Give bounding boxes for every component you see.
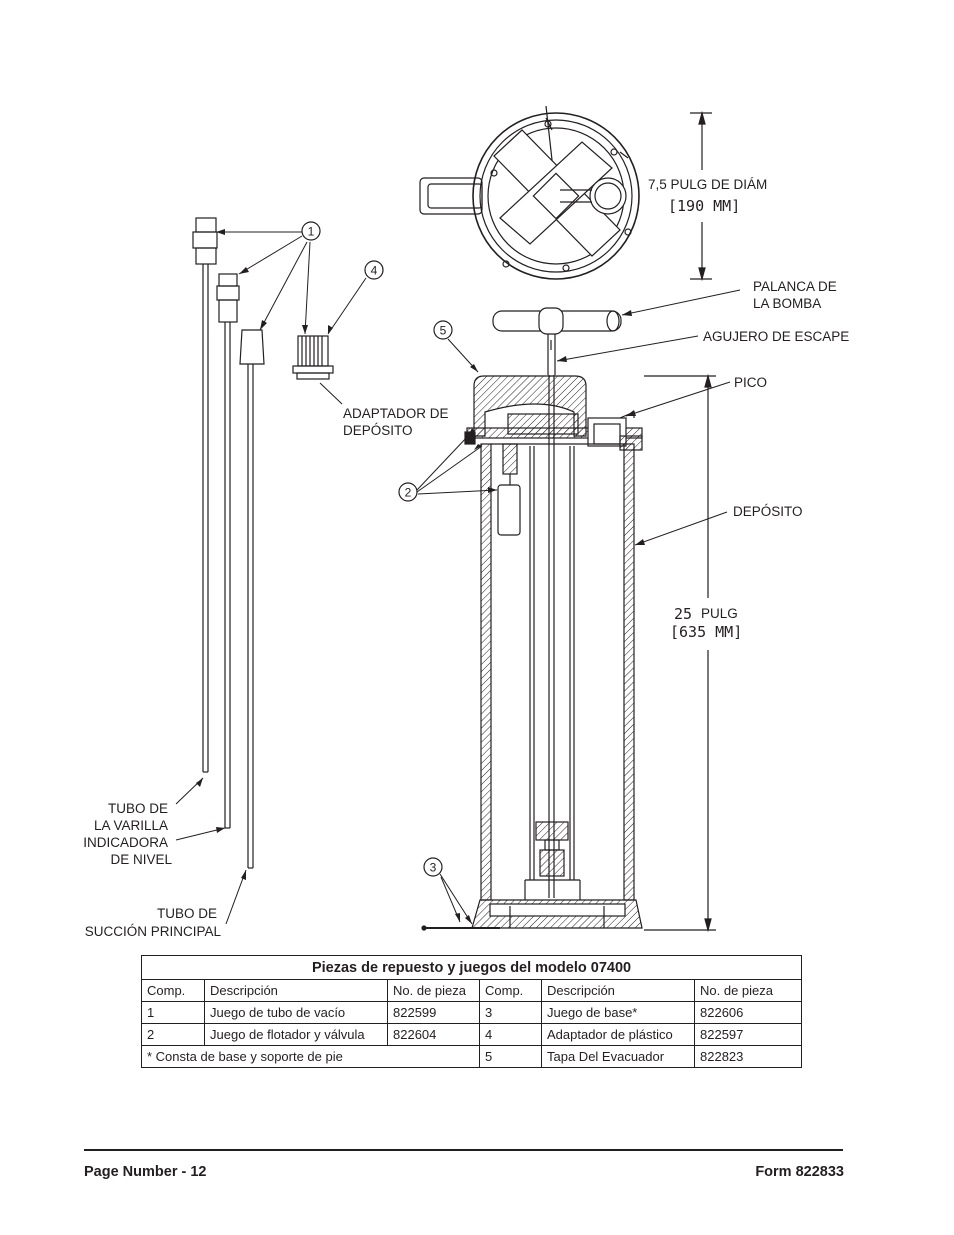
header-cell: Comp. bbox=[479, 979, 542, 1002]
parts-diagram: 1 4 5 2 3 7,5 PULG DE DIÁM [190 MM] PALA… bbox=[83, 105, 849, 939]
page-number: Page Number - 12 bbox=[84, 1164, 207, 1180]
table-title: Piezas de repuesto y juegos del modelo 0… bbox=[140, 955, 803, 980]
callout-5: 5 bbox=[440, 324, 447, 338]
reservoir-body bbox=[480, 375, 635, 901]
leader-lines bbox=[175, 231, 741, 925]
label-dipstick-tube-1: TUBO DE bbox=[108, 801, 168, 816]
arrowheads bbox=[196, 229, 645, 924]
label-suction-tube-2: SUCCIÓN PRINCIPAL bbox=[85, 924, 222, 939]
callout-4: 4 bbox=[371, 264, 378, 278]
label-diameter-mm: [190 MM] bbox=[668, 197, 740, 215]
footer-rule bbox=[84, 1149, 843, 1151]
form-number: Form 822833 bbox=[755, 1164, 844, 1180]
table-row: * Consta de base y soporte de pie 5 Tapa… bbox=[141, 1045, 803, 1068]
table-cell: 822604 bbox=[387, 1023, 480, 1046]
header-cell: No. de pieza bbox=[387, 979, 480, 1002]
diameter-dimension bbox=[690, 110, 712, 282]
table-cell: 5 bbox=[479, 1045, 542, 1068]
height-dimension bbox=[644, 373, 716, 933]
label-spout: PICO bbox=[734, 375, 767, 390]
table-cell: 3 bbox=[479, 1001, 542, 1024]
parts-table: Piezas de repuesto y juegos del modelo 0… bbox=[140, 955, 803, 1068]
table-row: 2 Juego de flotador y válvula 822604 4 A… bbox=[141, 1023, 803, 1046]
callout-1: 1 bbox=[308, 225, 315, 239]
label-height-num: 25 bbox=[674, 605, 692, 623]
label-exhaust-hole: AGUJERO DE ESCAPE bbox=[703, 329, 849, 344]
label-dipstick-tube-4: DE NIVEL bbox=[110, 852, 172, 867]
label-reservoir-adapter-1: ADAPTADOR DE bbox=[343, 406, 449, 421]
label-dipstick-tube-3: INDICADORA bbox=[83, 835, 168, 850]
label-pump-handle-1: PALANCA DE bbox=[753, 279, 837, 294]
label-pump-handle-2: LA BOMBA bbox=[753, 296, 821, 311]
header-cell: Descripción bbox=[541, 979, 695, 1002]
header-cell: Descripción bbox=[204, 979, 388, 1002]
label-reservoir-adapter-2: DEPÓSITO bbox=[343, 423, 413, 438]
table-cell: Juego de base* bbox=[541, 1001, 695, 1024]
top-view bbox=[419, 105, 640, 280]
table-cell: 822599 bbox=[387, 1001, 480, 1024]
pump-handle bbox=[492, 307, 622, 375]
label-reservoir: DEPÓSITO bbox=[733, 504, 803, 519]
table-cell: Juego de flotador y válvula bbox=[204, 1023, 388, 1046]
label-suction-tube-1: TUBO DE bbox=[157, 906, 217, 921]
callout-3: 3 bbox=[430, 861, 437, 875]
label-height-mm: [635 MM] bbox=[670, 623, 742, 641]
table-title-row: Piezas de repuesto y juegos del modelo 0… bbox=[140, 955, 803, 980]
table-cell: Tapa Del Evacuador bbox=[541, 1045, 695, 1068]
table-cell: 822597 bbox=[693, 1023, 803, 1046]
table-row: 1 Juego de tubo de vacío 822599 3 Juego … bbox=[141, 1001, 803, 1024]
table-cell: 4 bbox=[479, 1023, 542, 1046]
header-cell: No. de pieza bbox=[693, 979, 803, 1002]
table-footnote: * Consta de base y soporte de pie bbox=[141, 1045, 480, 1068]
table-cell: 1 bbox=[141, 1001, 205, 1024]
base bbox=[421, 899, 643, 931]
label-height-unit: PULG bbox=[701, 606, 738, 621]
table-cell: 822823 bbox=[693, 1045, 803, 1068]
tubes bbox=[192, 217, 265, 869]
label-diameter-in: 7,5 PULG DE DIÁM bbox=[648, 177, 767, 192]
table-cell: 822606 bbox=[693, 1001, 803, 1024]
table-cell: 2 bbox=[141, 1023, 205, 1046]
table-cell: Juego de tubo de vacío bbox=[204, 1001, 388, 1024]
table-cell: Adaptador de plástico bbox=[541, 1023, 695, 1046]
callout-circles bbox=[301, 221, 453, 877]
header-cell: Comp. bbox=[141, 979, 205, 1002]
reservoir-adapter bbox=[292, 335, 334, 380]
label-dipstick-tube-2: LA VARILLA bbox=[94, 818, 168, 833]
callout-2: 2 bbox=[405, 486, 412, 500]
table-header-row: Comp. Descripción No. de pieza Comp. Des… bbox=[141, 979, 803, 1002]
